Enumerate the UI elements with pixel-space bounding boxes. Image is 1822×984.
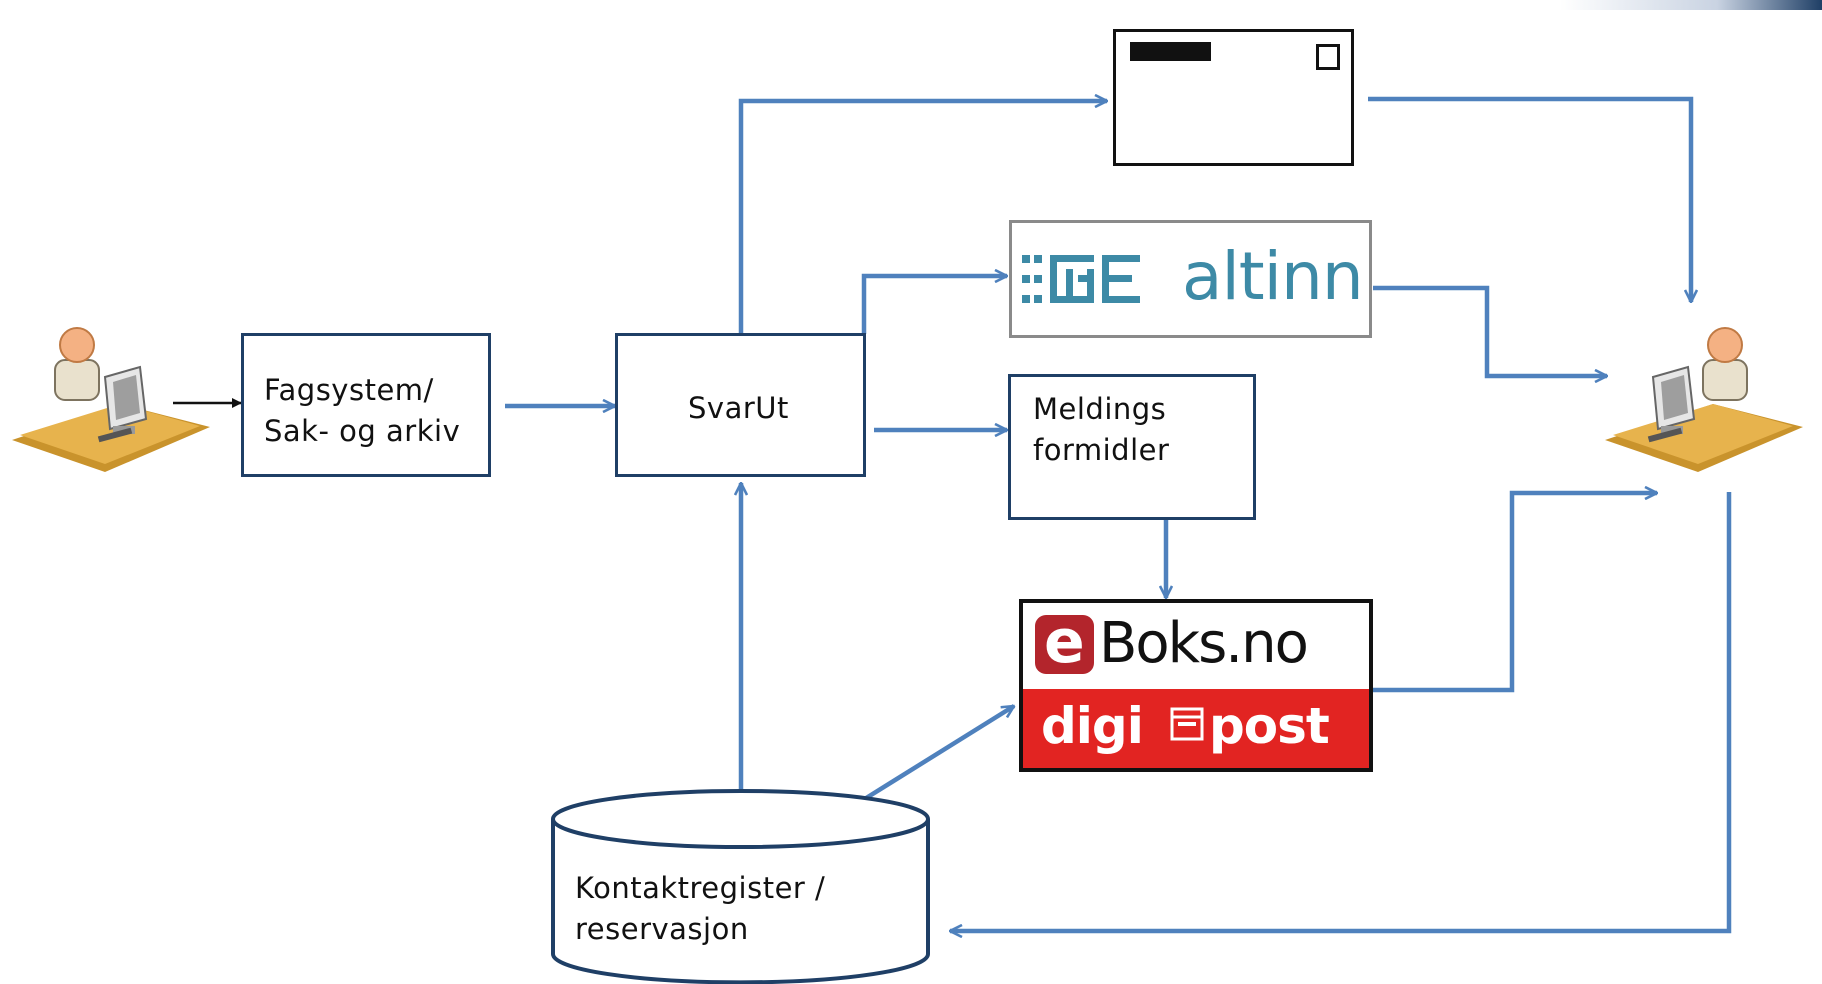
arrow-eboks-to-recipient <box>1373 493 1657 693</box>
kontaktregister-label-line2: reservasjon <box>575 912 749 946</box>
arrow-svarut-to-altinn <box>861 276 1007 334</box>
fagsystem-box: Fagsystem/ Sak- og arkiv <box>241 333 491 477</box>
envelope-address-bar <box>1130 42 1211 61</box>
svarut-box: SvarUt <box>615 333 866 477</box>
kontaktregister-database-icon <box>551 789 930 984</box>
recipient-user-icon <box>1605 327 1803 472</box>
fagsystem-label-line1: Fagsystem/ <box>264 373 434 407</box>
digipost-logo-text-left: digi <box>1041 697 1144 755</box>
meldingsformidler-box: Meldings formidler <box>1008 374 1256 520</box>
meldingsformidler-label-line1: Meldings <box>1033 392 1167 426</box>
eboks-digipost-box: e Boks.no digi post <box>1019 599 1373 772</box>
arrow-kontaktregister-to-digipost <box>861 704 1014 802</box>
arrow-envelope-to-recipient <box>1368 96 1691 302</box>
sender-user-icon <box>12 327 210 472</box>
digipost-mailbox-icon <box>1170 707 1204 741</box>
arrow-altinn-to-recipient <box>1373 285 1607 376</box>
eboks-e-mark: e <box>1035 607 1094 677</box>
kontaktregister-label-line1: Kontaktregister / <box>575 871 826 905</box>
altinn-logo: altinn <box>1009 220 1372 338</box>
corner-gradient <box>1560 0 1822 10</box>
altinn-mark-icon <box>1022 255 1140 303</box>
altinn-logo-text: altinn <box>1182 238 1364 315</box>
eboks-logo-text: Boks.no <box>1099 611 1309 676</box>
svarut-label: SvarUt <box>688 391 789 425</box>
digipost-logo-text-right: post <box>1209 697 1330 755</box>
meldingsformidler-label-line2: formidler <box>1033 433 1170 467</box>
arrow-svarut-to-envelope <box>738 101 1107 334</box>
eboks-logo: e Boks.no <box>1023 603 1369 685</box>
fagsystem-label-line2: Sak- og arkiv <box>264 414 461 448</box>
arrow-recipient-to-kontaktregister <box>950 492 1732 931</box>
digipost-logo: digi post <box>1023 689 1369 768</box>
mail-envelope-icon <box>1113 29 1354 166</box>
envelope-stamp <box>1316 44 1340 70</box>
